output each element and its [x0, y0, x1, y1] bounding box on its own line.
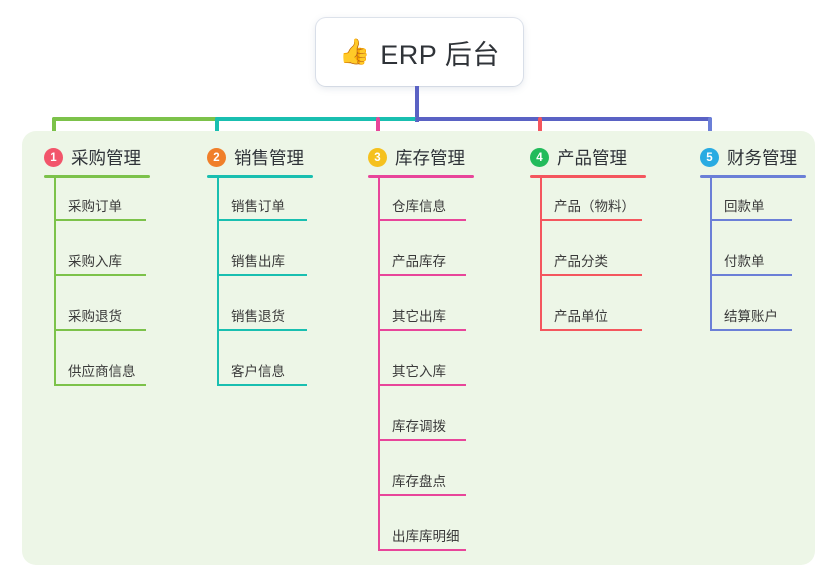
column-spine-connector — [710, 178, 712, 331]
leaf-node[interactable]: 回款单 — [710, 177, 792, 221]
column-title: 采购管理 — [71, 148, 141, 168]
leaf-node-rule — [378, 549, 466, 551]
branches-panel: 1 采购管理采购订单采购入库采购退货供应商信息 2 销售管理销售订单销售出库销售退货客… — [22, 131, 815, 565]
leaf-node-label: 仓库信息 — [392, 199, 446, 214]
column-title: 产品管理 — [557, 148, 627, 168]
leaf-node[interactable]: 采购订单 — [54, 177, 146, 221]
column-rule — [530, 175, 646, 178]
leaf-node-rule — [54, 274, 146, 276]
leaf-node-rule — [378, 274, 466, 276]
leaf-node-label: 客户信息 — [231, 364, 285, 379]
leaf-node-rule — [378, 384, 466, 386]
column-header-1[interactable]: 1 采购管理 — [44, 145, 141, 170]
leaf-node-label: 供应商信息 — [68, 364, 136, 379]
leaf-node[interactable]: 销售退货 — [217, 287, 307, 331]
leaf-node-label: 销售出库 — [231, 254, 285, 269]
leaf-node-label: 出库库明细 — [392, 529, 460, 544]
leaf-node-rule — [540, 274, 642, 276]
root-node-label: ERP 后台 — [380, 39, 500, 70]
column-rule — [368, 175, 474, 178]
leaf-node-rule — [217, 384, 307, 386]
column-spine-connector — [54, 178, 56, 386]
column-header-3[interactable]: 3 库存管理 — [368, 145, 465, 170]
column-number-badge: 3 — [368, 148, 387, 167]
leaf-node[interactable]: 客户信息 — [217, 342, 307, 386]
leaf-node-label: 采购退货 — [68, 309, 122, 324]
column-spine-connector — [217, 178, 219, 386]
leaf-node-rule — [54, 329, 146, 331]
leaf-node-label: 采购订单 — [68, 199, 122, 214]
leaf-node-rule — [217, 219, 307, 221]
column-spine-connector — [378, 178, 380, 551]
leaf-node[interactable]: 产品单位 — [540, 287, 642, 331]
leaf-node-rule — [217, 329, 307, 331]
column-header-2[interactable]: 2 销售管理 — [207, 145, 304, 170]
leaf-node[interactable]: 供应商信息 — [54, 342, 146, 386]
leaf-node[interactable]: 其它出库 — [378, 287, 466, 331]
bus-segment-2 — [215, 117, 419, 121]
column-rule — [207, 175, 313, 178]
thumbs-up-icon: 👍 — [339, 37, 371, 66]
leaf-node-label: 销售退货 — [231, 309, 285, 324]
leaf-node[interactable]: 采购入库 — [54, 232, 146, 276]
leaf-node[interactable]: 其它入库 — [378, 342, 466, 386]
leaf-node[interactable]: 采购退货 — [54, 287, 146, 331]
leaf-node-label: 其它出库 — [392, 309, 446, 324]
leaf-node[interactable]: 销售出库 — [217, 232, 307, 276]
column-header-5[interactable]: 5 财务管理 — [700, 145, 797, 170]
leaf-node[interactable]: 结算账户 — [710, 287, 792, 331]
root-stem-connector — [415, 86, 419, 122]
column-rule — [44, 175, 150, 178]
column-spine-connector — [540, 178, 542, 331]
leaf-node-rule — [710, 274, 792, 276]
column-title: 库存管理 — [395, 148, 465, 168]
leaf-node-rule — [378, 329, 466, 331]
column-number-badge: 1 — [44, 148, 63, 167]
column-rule — [700, 175, 806, 178]
leaf-node-rule — [378, 219, 466, 221]
leaf-node-rule — [710, 219, 792, 221]
leaf-node[interactable]: 仓库信息 — [378, 177, 466, 221]
bus-segment-3 — [415, 117, 712, 121]
leaf-node[interactable]: 销售订单 — [217, 177, 307, 221]
leaf-node-label: 其它入库 — [392, 364, 446, 379]
leaf-node-label: 结算账户 — [724, 309, 778, 324]
leaf-node[interactable]: 库存调拨 — [378, 397, 466, 441]
column-number-badge: 4 — [530, 148, 549, 167]
bus-segment-1 — [52, 117, 219, 121]
leaf-node[interactable]: 产品分类 — [540, 232, 642, 276]
leaf-node-label: 采购入库 — [68, 254, 122, 269]
leaf-node[interactable]: 付款单 — [710, 232, 792, 276]
leaf-node-label: 产品（物料） — [554, 199, 635, 214]
leaf-node-rule — [540, 329, 642, 331]
column-header-4[interactable]: 4 产品管理 — [530, 145, 627, 170]
leaf-node-label: 销售订单 — [231, 199, 285, 214]
column-title: 销售管理 — [234, 148, 304, 168]
leaf-node-label: 产品库存 — [392, 254, 446, 269]
leaf-node-rule — [217, 274, 307, 276]
leaf-node-rule — [378, 439, 466, 441]
column-number-badge: 5 — [700, 148, 719, 167]
leaf-node-label: 产品单位 — [554, 309, 608, 324]
leaf-node[interactable]: 产品库存 — [378, 232, 466, 276]
leaf-node-rule — [378, 494, 466, 496]
leaf-node-label: 库存盘点 — [392, 474, 446, 489]
leaf-node-rule — [710, 329, 792, 331]
leaf-node-label: 库存调拨 — [392, 419, 446, 434]
root-node[interactable]: 👍 ERP 后台 — [316, 18, 523, 86]
leaf-node[interactable]: 库存盘点 — [378, 452, 466, 496]
leaf-node-rule — [540, 219, 642, 221]
column-title: 财务管理 — [727, 148, 797, 168]
leaf-node-label: 回款单 — [724, 199, 765, 214]
leaf-node[interactable]: 出库库明细 — [378, 507, 466, 551]
column-number-badge: 2 — [207, 148, 226, 167]
leaf-node-label: 付款单 — [724, 254, 765, 269]
leaf-node-rule — [54, 384, 146, 386]
leaf-node[interactable]: 产品（物料） — [540, 177, 642, 221]
leaf-node-rule — [54, 219, 146, 221]
leaf-node-label: 产品分类 — [554, 254, 608, 269]
